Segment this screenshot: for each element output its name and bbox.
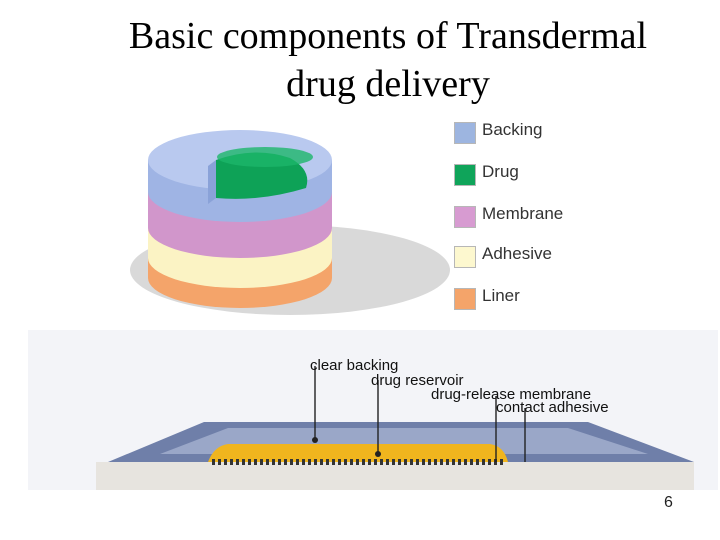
- legend-swatch-membrane: [454, 206, 476, 228]
- legend-swatch-liner: [454, 288, 476, 310]
- layered-patch-illustration: [130, 130, 450, 315]
- legend-swatch-drug: [454, 164, 476, 186]
- title-line-1: Basic components of Transdermal: [128, 15, 648, 57]
- legend-item-drug: Drug: [452, 160, 592, 188]
- skin-base: [96, 462, 694, 490]
- legend-item-liner: Liner: [452, 284, 592, 312]
- legend-item-backing: Backing: [452, 118, 592, 146]
- legend-label-adhesive: Adhesive: [482, 244, 552, 263]
- legend-item-adhesive: Adhesive: [452, 242, 592, 270]
- legend-item-membrane: Membrane: [452, 202, 592, 230]
- callout-dot-clear-backing: [312, 437, 318, 443]
- label-release-membrane: drug-release membrane: [431, 386, 591, 403]
- callout-dot-drug-reservoir: [375, 451, 381, 457]
- patch-cross-section-illustration: clear backing drug reservoir drug-releas…: [28, 330, 718, 490]
- legend-label-liner: Liner: [482, 286, 520, 305]
- legend-swatch-adhesive: [454, 246, 476, 268]
- legend-label-backing: Backing: [482, 120, 543, 139]
- legend-swatch-backing: [454, 122, 476, 144]
- label-drug-reservoir: drug reservoir: [371, 372, 464, 389]
- slide-title: Basic components of Transdermal drug del…: [0, 12, 720, 108]
- label-contact-adhesive: contact adhesive: [496, 399, 609, 416]
- legend-label-drug: Drug: [482, 162, 519, 181]
- page-number: 6: [664, 494, 673, 511]
- legend-label-membrane: Membrane: [482, 204, 564, 223]
- title-line-2: drug delivery: [286, 63, 490, 105]
- drug-reservoir-shape: [208, 444, 508, 462]
- label-clear-backing: clear backing: [310, 357, 398, 374]
